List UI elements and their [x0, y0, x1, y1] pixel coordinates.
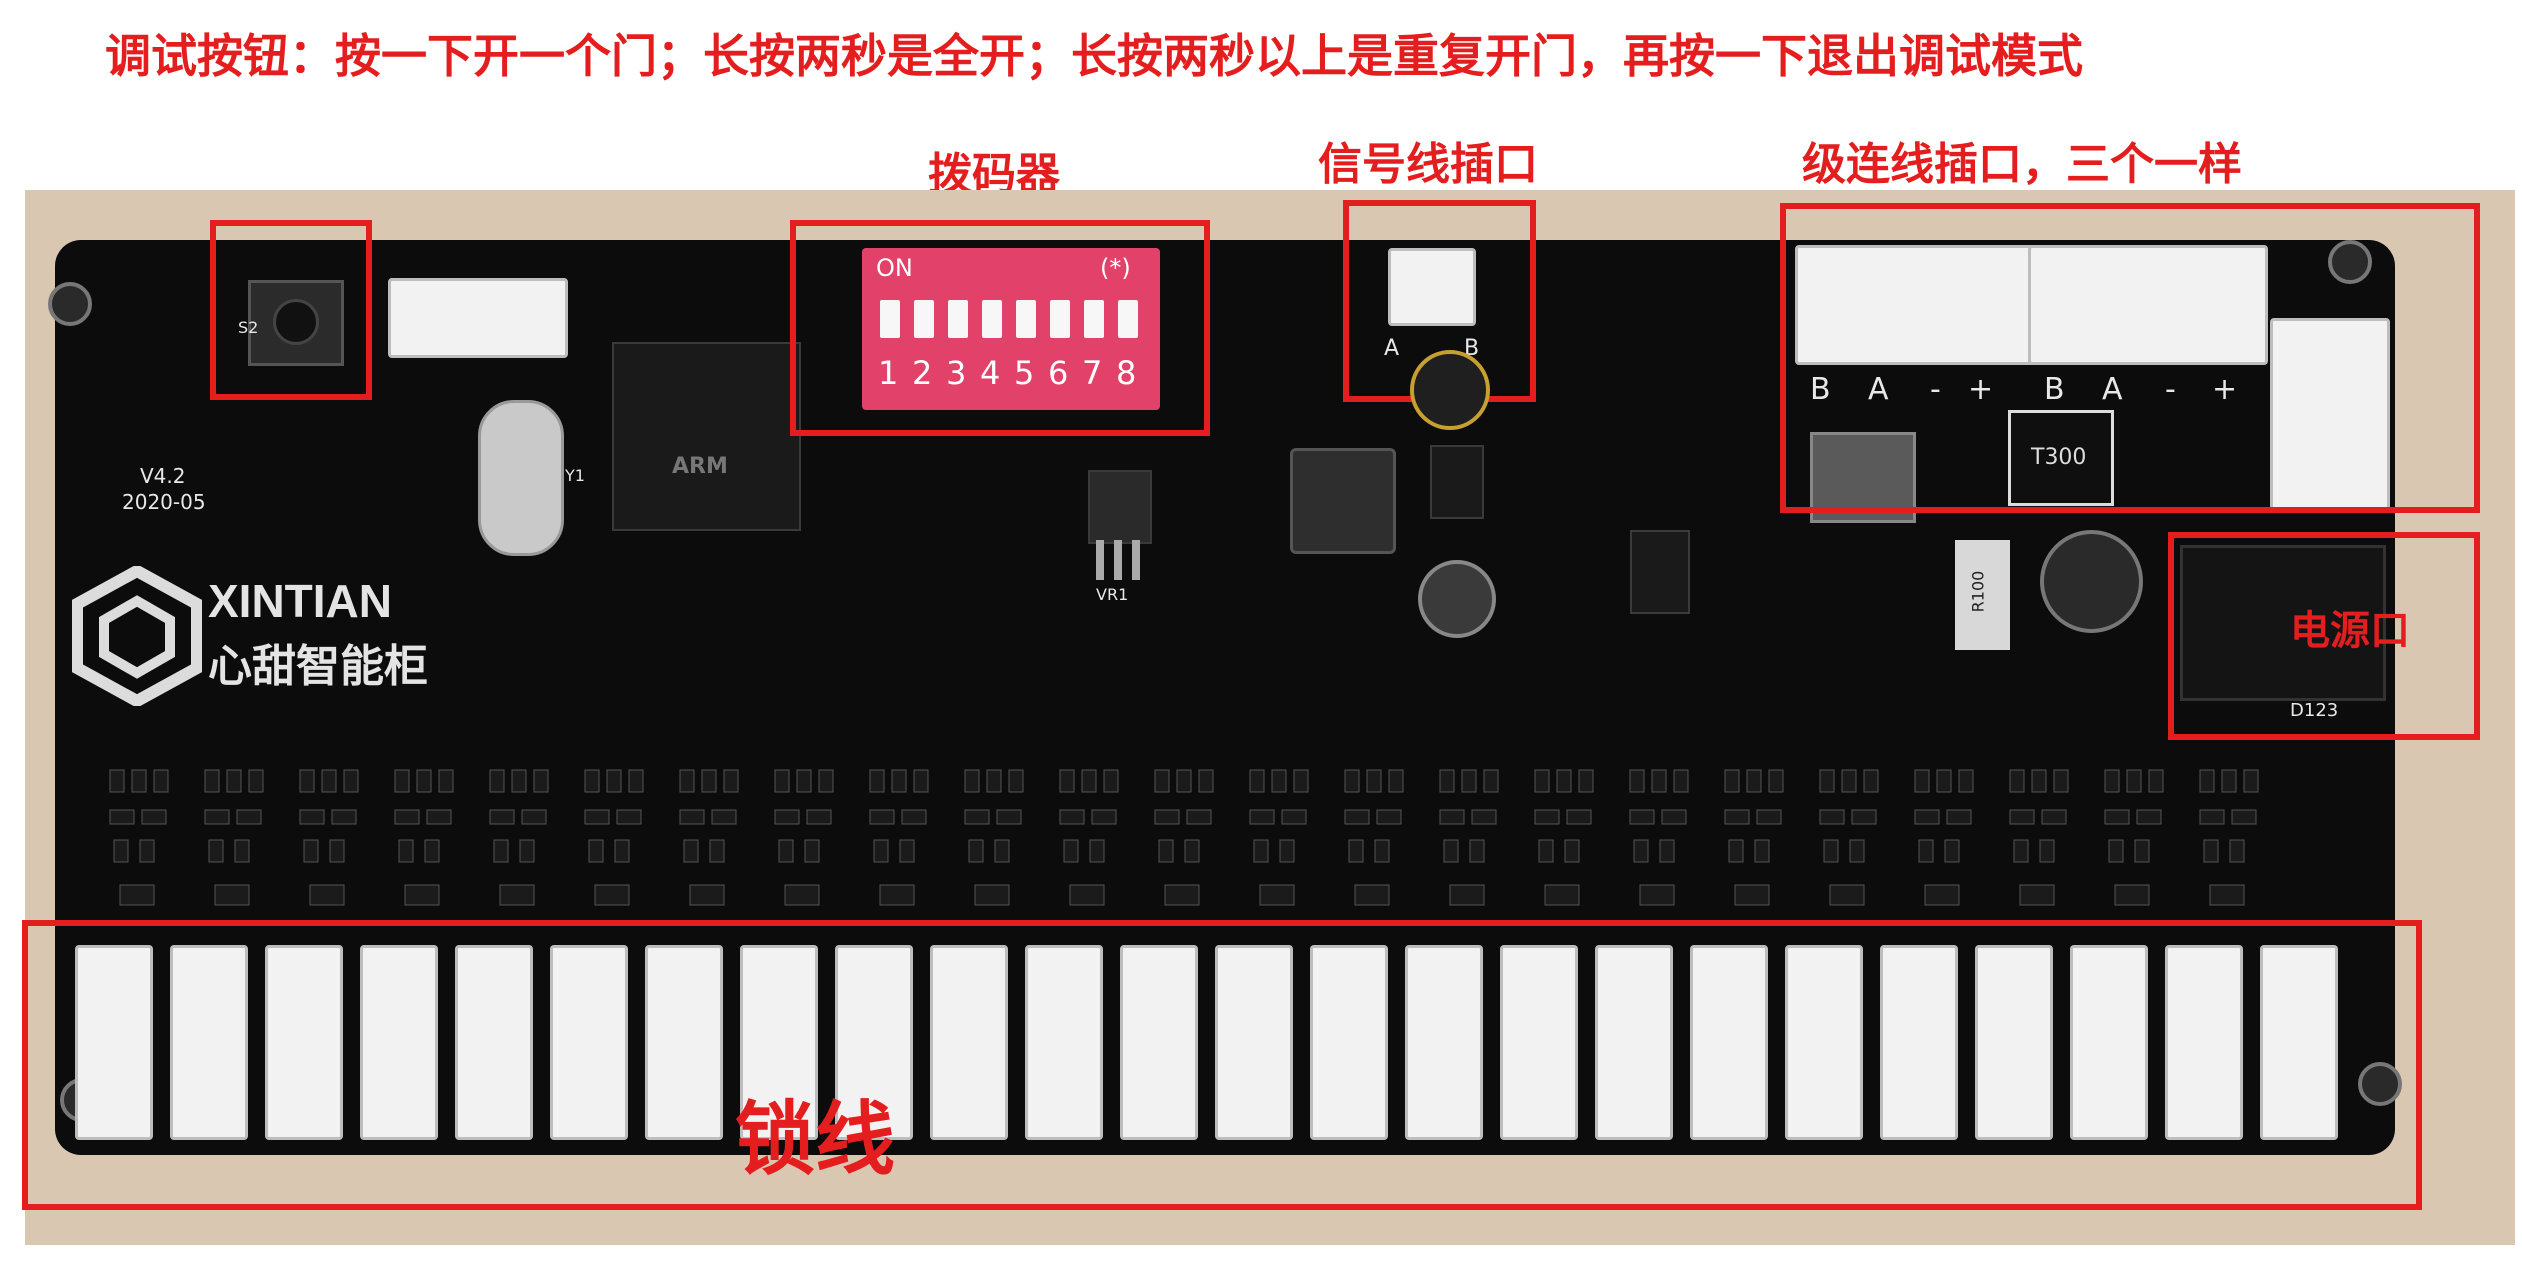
s2-silk: S2: [238, 318, 259, 337]
dip-number: 3: [946, 354, 967, 392]
r100-resistor: R100: [1955, 540, 2010, 650]
board-date: 2020-05: [122, 490, 206, 514]
capacitor: [2040, 530, 2143, 633]
voltage-regulator: [1088, 470, 1152, 544]
regulator-legs: [1088, 540, 1148, 580]
dip-lever[interactable]: [880, 300, 900, 338]
lock-connector-19[interactable]: [1785, 945, 1863, 1140]
lock-connector-4[interactable]: [360, 945, 438, 1140]
dip-lever[interactable]: [948, 300, 968, 338]
p7-connector[interactable]: [388, 278, 568, 358]
lock-connector-23[interactable]: [2165, 945, 2243, 1140]
dip-number: 5: [1014, 354, 1035, 392]
mounting-hole: [48, 282, 92, 326]
dip-lever[interactable]: [1084, 300, 1104, 338]
lock-connector-5[interactable]: [455, 945, 533, 1140]
dip-lever[interactable]: [914, 300, 934, 338]
board-version: V4.2: [140, 464, 186, 488]
crystal-oscillator: [478, 400, 564, 556]
cascade-pin-minus: -: [1930, 372, 1941, 407]
cascade-pin-b: B: [1810, 372, 1831, 407]
lock-connector-1[interactable]: [75, 945, 153, 1140]
brand-english: XINTIAN: [208, 575, 392, 627]
debug-instructions: 调试按钮：按一下开一个门；长按两秒是全开；长按两秒以上是重复开门，再按一下退出调…: [105, 29, 2083, 83]
cascade-port-highlight: [1780, 203, 2480, 513]
lock-connector-14[interactable]: [1310, 945, 1388, 1140]
lock-connector-21[interactable]: [1975, 945, 2053, 1140]
smd-component-field: [109, 769, 2259, 906]
lock-connector-13[interactable]: [1215, 945, 1293, 1140]
lock-connector-17[interactable]: [1595, 945, 1673, 1140]
brand-chinese: 心甜智能柜: [208, 641, 428, 692]
signal-port-label: 信号线插口: [1318, 139, 1538, 190]
vr1-silk: VR1: [1096, 585, 1129, 604]
lock-connector-15[interactable]: [1405, 945, 1483, 1140]
dip-switch-highlight: [790, 220, 1210, 436]
power-port-highlight: [2168, 532, 2480, 740]
cascade-pin-plus: +: [1968, 372, 1994, 407]
t300-part: T300: [2008, 410, 2114, 506]
cascade-connector-1[interactable]: [1795, 245, 2035, 365]
capacitor: [1418, 560, 1496, 638]
dip-number: 8: [1116, 354, 1137, 392]
lock-connector-20[interactable]: [1880, 945, 1958, 1140]
lock-lines-label: 锁线: [735, 1093, 895, 1186]
d123-silk: D123: [2290, 700, 2339, 721]
lock-connector-24[interactable]: [2260, 945, 2338, 1140]
cascade-pin-minus: -: [2165, 372, 2176, 407]
dip-marker: (*): [1100, 254, 1131, 282]
lock-connector-7[interactable]: [645, 945, 723, 1140]
cascade-pin-a: A: [2102, 372, 2123, 407]
mounting-hole: [2358, 1062, 2402, 1106]
cascade-pin-plus: +: [2212, 372, 2238, 407]
t300-label: T300: [2031, 445, 2087, 470]
xintian-logo: [71, 564, 203, 708]
debug-button-highlight: [210, 220, 372, 400]
mcu-chip: ARM: [612, 342, 801, 531]
dip-number: 2: [912, 354, 933, 392]
dip-number: 7: [1082, 354, 1103, 392]
lock-connector-12[interactable]: [1120, 945, 1198, 1140]
signal-a-label: A: [1384, 336, 1400, 361]
signal-port-connector[interactable]: [1388, 248, 1476, 326]
dip-lever[interactable]: [982, 300, 1002, 338]
r100-label: R100: [1968, 570, 1988, 613]
cascade-connector-3[interactable]: [2270, 318, 2390, 513]
mounting-hole: [2328, 240, 2372, 284]
power-jack[interactable]: [2180, 545, 2386, 701]
dip-lever[interactable]: [1016, 300, 1036, 338]
lock-connector-6[interactable]: [550, 945, 628, 1140]
cascade-pin-a: A: [1868, 372, 1889, 407]
debug-button[interactable]: [248, 280, 344, 366]
chip-marking: ARM: [672, 454, 728, 479]
lock-connector-11[interactable]: [1025, 945, 1103, 1140]
ic-u10: [1630, 530, 1690, 614]
lock-connector-2[interactable]: [170, 945, 248, 1140]
dip-number: 4: [980, 354, 1001, 392]
lock-connector-9[interactable]: [835, 945, 913, 1140]
dip-number: 6: [1048, 354, 1069, 392]
power-inductor: [1290, 448, 1396, 554]
capacitor: [1410, 350, 1490, 430]
lock-connector-16[interactable]: [1500, 945, 1578, 1140]
ic-u2: [1430, 445, 1484, 519]
lock-connector-22[interactable]: [2070, 945, 2148, 1140]
dip-number: 1: [878, 354, 899, 392]
cascade-connector-2[interactable]: [2028, 245, 2268, 365]
cascade-pin-b: B: [2044, 372, 2065, 407]
power-port-label: 电源口: [2290, 608, 2410, 654]
cascade-port-label: 级连线插口，三个一样: [1802, 139, 2242, 190]
dip-on-label: ON: [876, 254, 913, 282]
dip-lever[interactable]: [1050, 300, 1070, 338]
dip-lever[interactable]: [1118, 300, 1138, 338]
lock-lines-highlight: [22, 920, 2422, 1210]
lock-connector-18[interactable]: [1690, 945, 1768, 1140]
lock-connector-10[interactable]: [930, 945, 1008, 1140]
lock-connector-3[interactable]: [265, 945, 343, 1140]
lock-connector-8[interactable]: [740, 945, 818, 1140]
y1-silk: Y1: [565, 466, 585, 485]
